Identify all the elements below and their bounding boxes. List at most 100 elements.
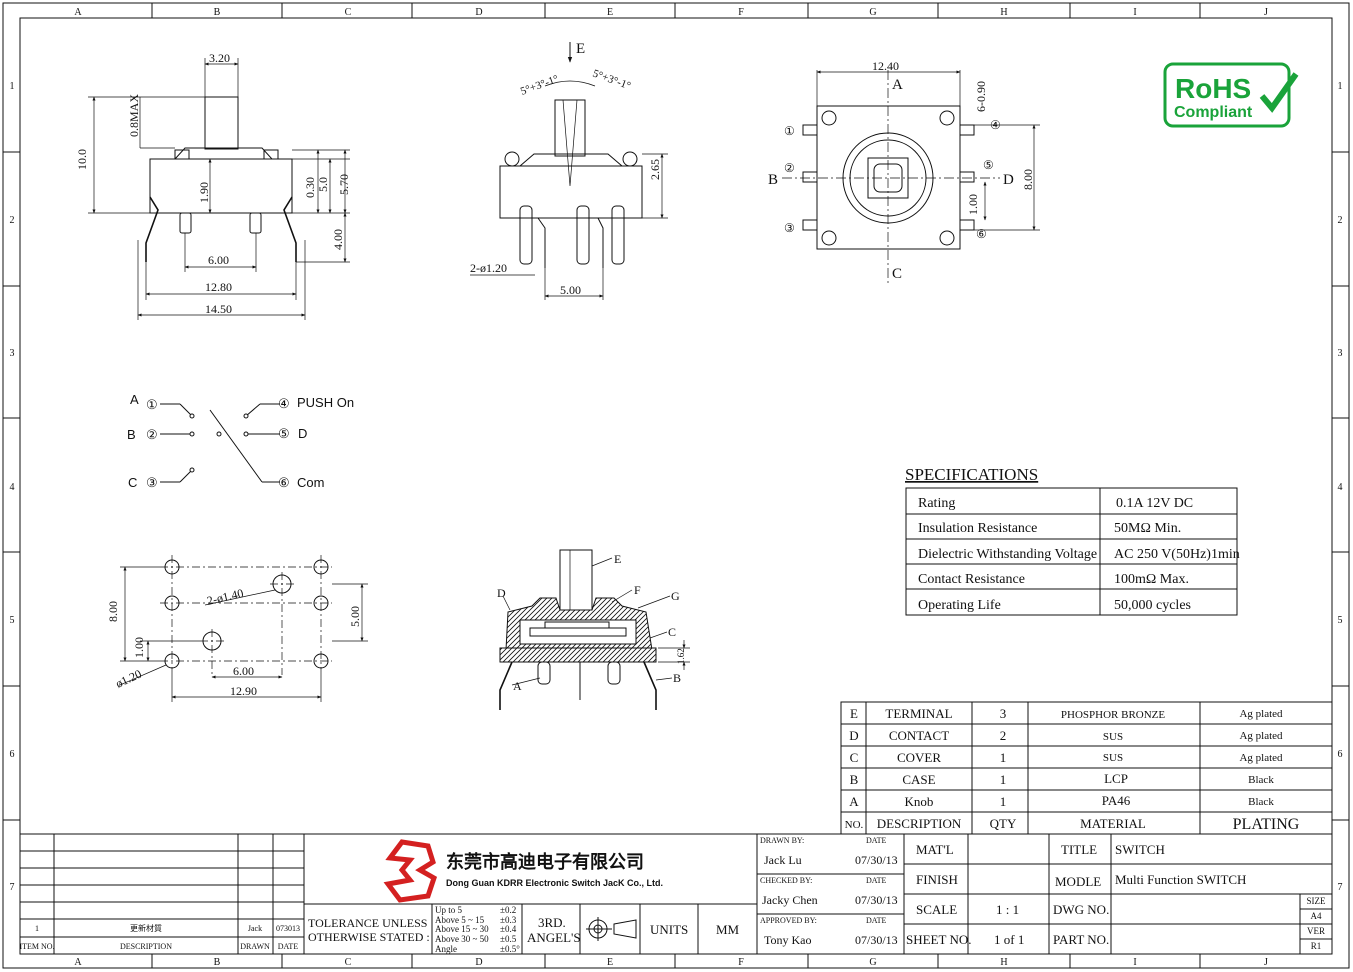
bom-header-plating: PLATING: [1233, 816, 1300, 833]
rev-header-drawn: DRAWN: [240, 942, 270, 951]
spec-value: 0.1A 12V DC: [1116, 496, 1193, 511]
dim-8-00: 8.00: [106, 601, 120, 622]
callout-f: F: [634, 583, 641, 597]
col-label: J: [1264, 7, 1268, 18]
company-name-en: Dong Guan KDRR Electronic Switch JacK Co…: [446, 878, 663, 888]
revision-table: 1 更新材質 Jack 073013 ITEM NO. DESCRIPTION …: [19, 833, 305, 955]
checked-by-name: Jacky Chen: [762, 893, 818, 907]
row-label: 2: [10, 215, 15, 226]
view-label-c: C: [892, 266, 902, 282]
col-label: I: [1133, 957, 1136, 968]
bom-plating: Ag plated: [1239, 752, 1283, 764]
pin-2: ②: [784, 161, 795, 175]
sch-pin-6: ⑥: [278, 475, 290, 490]
spec-name: Operating Life: [918, 598, 1001, 613]
date-label: DATE: [866, 836, 887, 845]
units-label: UNITS: [650, 922, 688, 937]
tol-range: Above 5 ~ 15: [435, 915, 485, 925]
sch-pin-4: ④: [278, 396, 290, 411]
dim-0-30: 0.30: [303, 177, 317, 198]
dim-5-70: 5.70: [337, 174, 351, 195]
top-view: 12.40 6-0.90 8.00 1.00 A B C D ① ② ③ ④ ⑤…: [768, 59, 1040, 285]
ver-label: VER: [1307, 926, 1325, 936]
finish-label: FINISH: [916, 872, 958, 887]
bom-plating: Ag plated: [1239, 708, 1283, 720]
sch-label-push-on: PUSH On: [297, 395, 354, 410]
dim-2-holes-1-40: 2-ø1.40: [206, 586, 245, 608]
sheet-value: 1 of 1: [994, 932, 1024, 947]
pcb-layout: 2-ø1.40 8.00 1.00 5.00 6.00 ø1.20 12.90: [106, 555, 368, 702]
col-label: H: [1000, 957, 1007, 968]
bom-no: E: [850, 706, 858, 721]
rev-header-date: DATE: [278, 942, 299, 951]
pin-1: ①: [784, 124, 795, 138]
row-label: 5: [10, 615, 15, 626]
dim-5-00: 5.00: [348, 606, 362, 627]
dim-1-00: 1.00: [966, 194, 980, 215]
size-label: SIZE: [1307, 896, 1327, 906]
date-label: DATE: [866, 916, 887, 925]
rohs-text: RoHS: [1175, 73, 1251, 104]
dim-2-65: 2.65: [648, 159, 662, 180]
model-value: Multi Function SWITCH: [1115, 872, 1246, 887]
col-label: G: [869, 7, 876, 18]
angle-label-1: 3RD.: [538, 915, 566, 930]
sch-letter-c: C: [128, 475, 137, 490]
section-view: E F G C D A B 1.62: [497, 549, 690, 710]
dim-5-0: 5.0: [316, 177, 330, 192]
dim-5-00: 5.00: [560, 283, 581, 297]
company-logo-icon: [383, 839, 438, 903]
row-label: 1: [1338, 81, 1343, 92]
company-block: 东莞市高迪电子有限公司 Dong Guan KDRR Electronic Sw…: [303, 833, 758, 955]
spec-name: Insulation Resistance: [918, 521, 1037, 536]
section-e-label: E: [576, 41, 585, 57]
scale-value: 1 : 1: [996, 902, 1019, 917]
tol-value: ±0.5: [500, 934, 517, 944]
rohs-logo: RoHS Compliant: [1163, 62, 1299, 128]
schematic: A ① B ② C ③ ④ PUSH On ⑤ D ⑥ Com: [127, 392, 354, 490]
dim-6-00: 6.00: [233, 664, 254, 678]
row-label: 4: [10, 482, 15, 493]
sch-letter-b: B: [127, 427, 136, 442]
tol-value: ±0.2: [500, 905, 516, 915]
dim-1-00: 1.00: [132, 637, 146, 658]
rev-item: 1: [35, 924, 39, 933]
view-label-a: A: [892, 77, 903, 93]
dim-2-holes: 2-ø1.20: [470, 261, 507, 275]
model-label: MODLE: [1055, 874, 1101, 889]
ver-value: R1: [1311, 941, 1322, 951]
bom-header-material: MATERIAL: [1080, 816, 1146, 831]
tol-value: ±0.4: [500, 924, 517, 934]
bom-desc: COVER: [897, 750, 941, 765]
callout-a: A: [513, 679, 522, 693]
bom-qty: 1: [1000, 772, 1007, 787]
matl-label: MAT'L: [916, 842, 954, 857]
dim-12-80: 12.80: [205, 280, 232, 294]
row-label: 5: [1338, 615, 1343, 626]
compliant-text: Compliant: [1174, 104, 1253, 121]
drawn-by-label: DRAWN BY:: [760, 836, 804, 845]
bom-table: E TERMINAL 3 PHOSPHOR BRONZE Ag plated D…: [840, 701, 1333, 835]
scale-label: SCALE: [916, 902, 957, 917]
sch-pin-3: ③: [146, 475, 158, 490]
drawn-date: 07/30/13: [855, 853, 898, 867]
tolerance-label-1: TOLERANCE UNLESS: [308, 916, 427, 930]
bom-header-no: NO.: [845, 819, 864, 831]
bom-desc: TERMINAL: [885, 706, 952, 721]
approved-by-label: APPROVED BY:: [760, 916, 817, 925]
rev-drawn: Jack: [248, 924, 262, 933]
side-view: 3.20 0.8MAX 10.0 1.90 0.30 5.0 5.70 4.00…: [75, 51, 351, 320]
bom-qty: 1: [1000, 794, 1007, 809]
col-label: F: [738, 957, 744, 968]
col-label: E: [607, 7, 613, 18]
rev-header-item: ITEM NO.: [19, 942, 54, 951]
approval-block: DRAWN BY: DATE CHECKED BY: DATE APPROVED…: [756, 833, 905, 955]
sch-pin-5: ⑤: [278, 426, 290, 441]
spec-value: 100mΩ Max.: [1114, 572, 1189, 587]
dim-1-90: 1.90: [197, 182, 211, 203]
col-label: I: [1133, 7, 1136, 18]
callout-g: G: [671, 589, 680, 603]
bom-header-desc: DESCRIPTION: [877, 816, 962, 831]
bom-desc: Knob: [905, 794, 934, 809]
title-value: SWITCH: [1115, 842, 1165, 857]
